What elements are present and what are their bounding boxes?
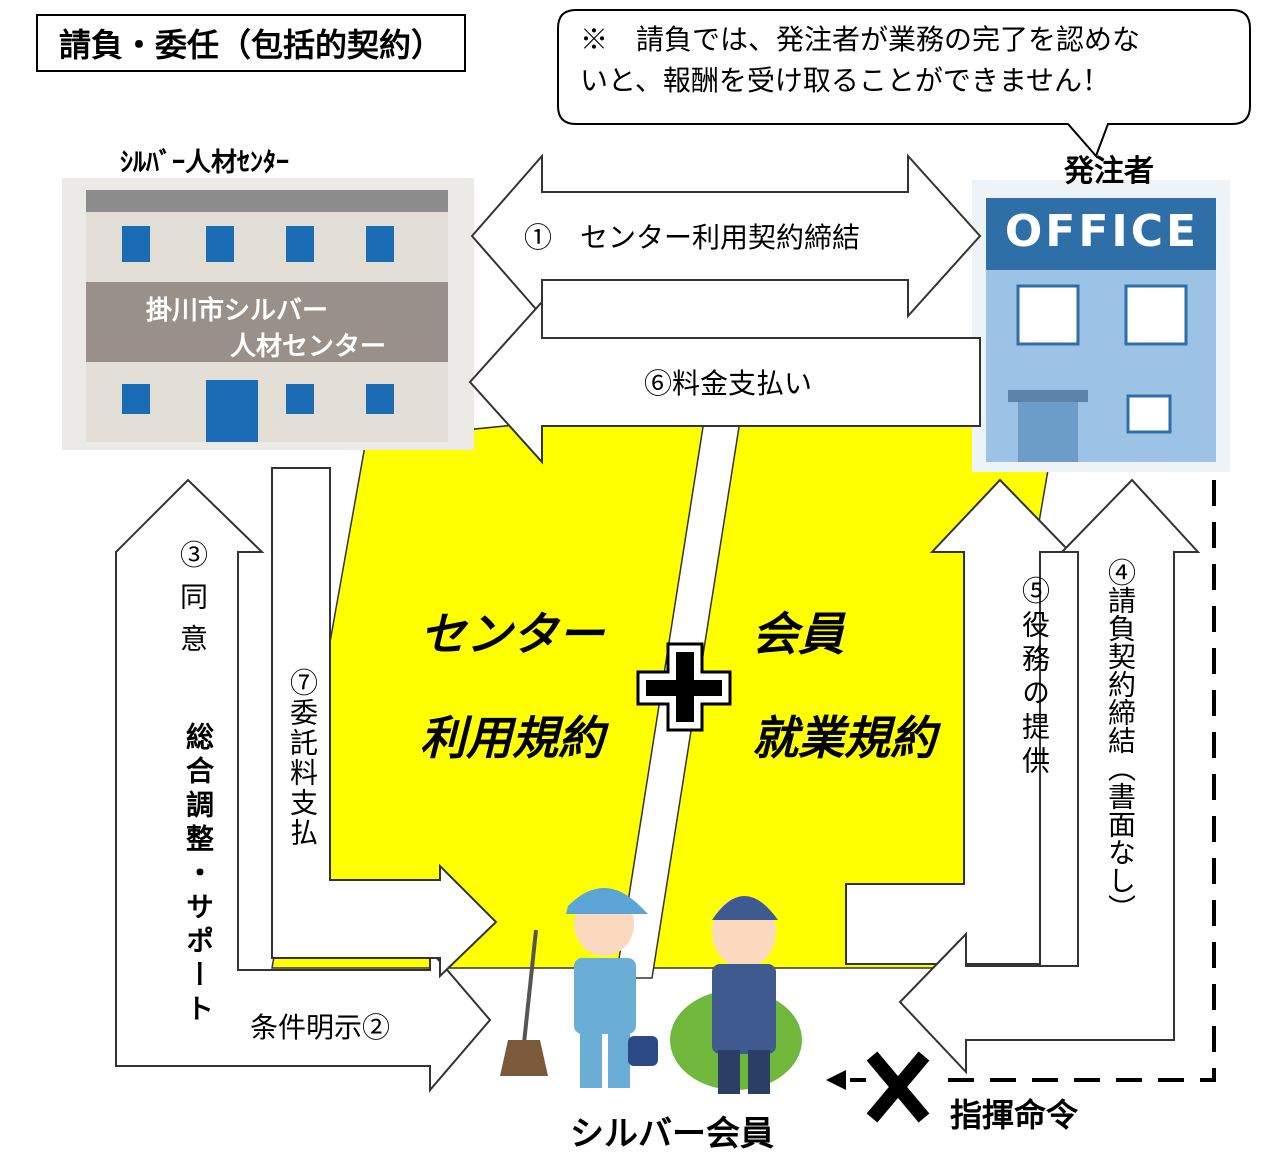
silver-center-building xyxy=(62,178,474,450)
page-title: 請負・委任（包括的契約） xyxy=(36,14,466,72)
center-rules-line2: 利用規約 xyxy=(420,711,604,765)
arrow-step4-label: ④請負契約締結（書面なし） xyxy=(1104,558,1137,922)
arrow-step6 xyxy=(468,299,981,465)
arrow-step3-label: ③同意 xyxy=(176,540,209,666)
arrow-step3-step2 xyxy=(115,478,492,1093)
note-text: ※ 請負では、発注者が業務の完了を認めな いと、報酬を受け取ることができません！ xyxy=(558,10,1248,104)
prohibit-x-icon xyxy=(866,1051,930,1123)
command-label: 指揮命令 xyxy=(950,1096,1079,1134)
command-dashed-line xyxy=(940,480,1216,1082)
silver-center-sign-line2: 人材センター xyxy=(230,332,387,362)
arrow-step7-label: ⑦委託料支払 xyxy=(286,668,319,848)
arrow-step3-sub-label: 総合調整・サポート xyxy=(182,722,215,1028)
arrow-step1 xyxy=(470,153,982,319)
note-line-1: ※ 請負では、発注者が業務の完了を認めな xyxy=(580,23,1141,56)
plus-icon xyxy=(636,642,732,732)
arrow-step5-label: ⑤役務の提供 xyxy=(1018,576,1051,780)
note-line-2: いと、報酬を受け取ることができません！ xyxy=(580,64,1111,97)
office-building xyxy=(972,180,1230,472)
arrow-step6-label: ⑥料金支払い xyxy=(644,367,813,400)
center-rules-line1: センター xyxy=(420,607,604,661)
note-bubble-shape xyxy=(557,9,1251,158)
arrow-step4 xyxy=(898,478,1201,1075)
client-label: 発注者 xyxy=(1064,154,1154,189)
command-arrowhead xyxy=(826,1070,846,1090)
arrow-step2-label: 条件明示② xyxy=(250,1011,391,1044)
arrow-step7 xyxy=(271,467,498,979)
member-rules-line2: 就業規約 xyxy=(752,711,936,765)
office-sign: OFFICE xyxy=(1004,206,1200,257)
silver-center-label: ｼﾙﾊﾞｰ人材ｾﾝﾀｰ xyxy=(120,148,290,178)
silver-member-label: シルバー会員 xyxy=(570,1114,774,1154)
arrow-step1-label: ① センター利用契約締結 xyxy=(524,221,861,254)
silver-members-illustration xyxy=(500,888,802,1094)
member-rules-line1: 会員 xyxy=(752,607,844,661)
silver-center-sign-line1: 掛川市シルバー xyxy=(146,296,329,326)
